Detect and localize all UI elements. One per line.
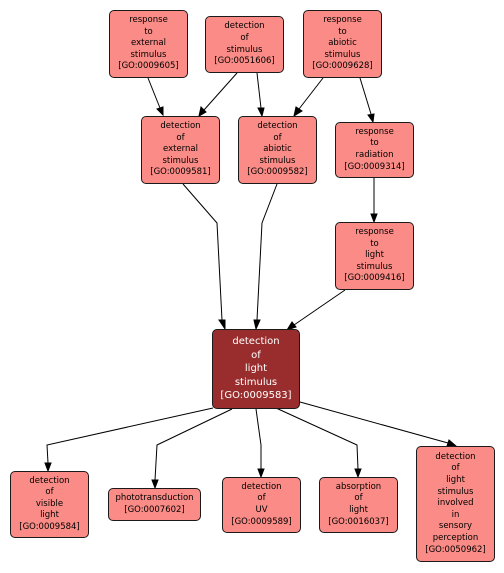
node-detection-of-external-stimulus-label: detection of external stimulus [GO:00095… xyxy=(150,121,211,178)
node-detection-of-light-stimulus-in-sensory-perception-label: detection of light stimulus involved in … xyxy=(425,451,486,555)
edge-detection-abiotic-to-detection-light xyxy=(253,183,278,331)
node-detection-of-abiotic-stimulus-label: detection of abiotic stimulus [GO:000958… xyxy=(247,121,308,178)
edge-detection-stimulus-to-detection-abiotic xyxy=(256,72,265,118)
node-detection-of-light-stimulus-label: detection of light stimulus [GO:0009583] xyxy=(220,336,292,402)
edge-detection-light-to-absorption xyxy=(275,407,362,479)
node-phototransduction[interactable]: phototransduction [GO:0007602] xyxy=(108,488,201,521)
node-response-to-abiotic-stimulus-label: response to abiotic stimulus [GO:0009628… xyxy=(312,15,373,72)
node-detection-of-abiotic-stimulus[interactable]: detection of abiotic stimulus [GO:000958… xyxy=(238,116,317,184)
node-response-to-light-stimulus[interactable]: response to light stimulus [GO:0009416] xyxy=(335,222,414,290)
edge-response-external-to-detection-external xyxy=(147,77,164,117)
node-response-to-radiation[interactable]: response to radiation [GO:0009314] xyxy=(335,122,414,178)
edge-detection-light-to-phototransduction xyxy=(151,408,233,490)
edge-detection-light-to-sensory-perception xyxy=(299,401,458,447)
node-response-to-external-stimulus[interactable]: response to external stimulus [GO:000960… xyxy=(109,10,188,78)
node-detection-of-uv[interactable]: detection of UV [GO:0009589] xyxy=(222,477,301,533)
edge-response-abiotic-to-detection-abiotic xyxy=(293,77,324,118)
node-response-to-radiation-label: response to radiation [GO:0009314] xyxy=(344,126,405,172)
node-detection-of-light-stimulus-in-sensory-perception[interactable]: detection of light stimulus involved in … xyxy=(416,446,495,562)
edge-detection-stimulus-to-detection-external xyxy=(198,72,238,117)
node-detection-of-light-stimulus[interactable]: detection of light stimulus [GO:0009583] xyxy=(212,329,300,409)
edge-response-radiation-to-response-light xyxy=(370,178,378,224)
node-detection-of-visible-light-label: detection of visible light [GO:0009584] xyxy=(19,475,80,532)
edge-detection-external-to-detection-light xyxy=(182,183,226,331)
edge-response-light-to-detection-light xyxy=(285,289,346,331)
node-detection-of-visible-light[interactable]: detection of visible light [GO:0009584] xyxy=(10,471,89,538)
node-response-to-abiotic-stimulus[interactable]: response to abiotic stimulus [GO:0009628… xyxy=(303,10,382,78)
node-detection-of-external-stimulus[interactable]: detection of external stimulus [GO:00095… xyxy=(141,116,220,184)
node-response-to-light-stimulus-label: response to light stimulus [GO:0009416] xyxy=(344,227,405,284)
node-response-to-external-stimulus-label: response to external stimulus [GO:000960… xyxy=(118,15,179,72)
node-detection-of-uv-label: detection of UV [GO:0009589] xyxy=(231,481,292,527)
node-detection-of-stimulus[interactable]: detection of stimulus [GO:0051606] xyxy=(205,16,284,73)
edge-response-abiotic-to-response-radiation xyxy=(359,77,375,124)
node-absorption-of-light[interactable]: absorption of light [GO:0016037] xyxy=(319,477,398,533)
node-phototransduction-label: phototransduction [GO:0007602] xyxy=(115,492,194,515)
edge-detection-light-to-visible-light xyxy=(44,407,214,473)
node-detection-of-stimulus-label: detection of stimulus [GO:0051606] xyxy=(214,21,275,67)
edge-detection-light-to-uv xyxy=(255,408,265,479)
node-absorption-of-light-label: absorption of light [GO:0016037] xyxy=(328,481,389,527)
